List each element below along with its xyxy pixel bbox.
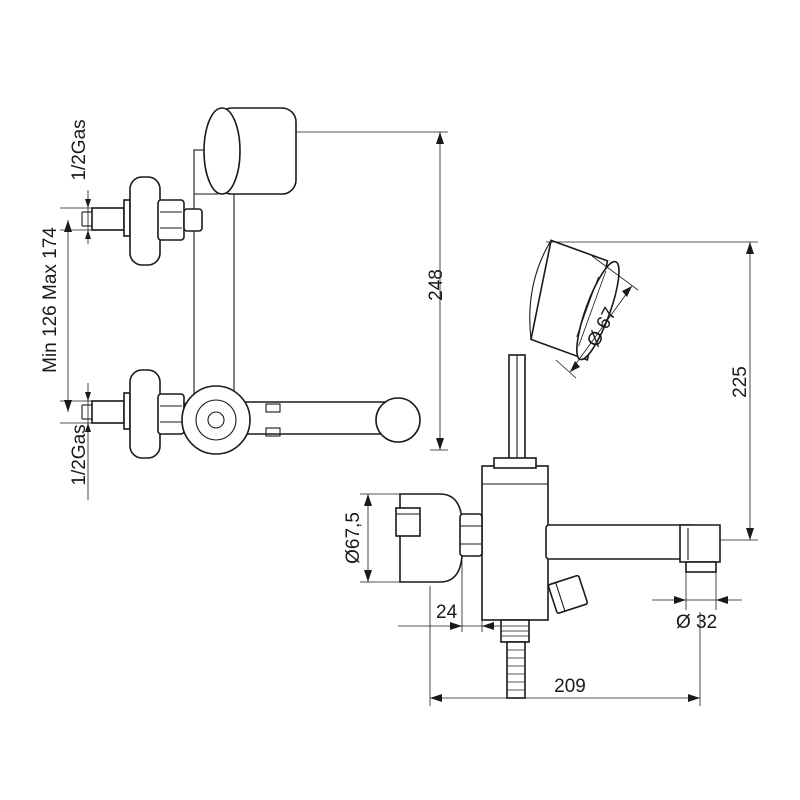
front-shower-holder bbox=[194, 107, 297, 195]
dim-dia-675: Ø67,5 bbox=[343, 493, 440, 583]
dim-dia-675-label: Ø67,5 bbox=[343, 512, 364, 564]
side-bottom-outlet bbox=[500, 619, 530, 699]
front-diverter-handle bbox=[181, 385, 421, 455]
thread-bottom-label: 1/2Gas bbox=[69, 424, 90, 485]
side-spout bbox=[545, 524, 721, 573]
dim-225: 225 bbox=[546, 241, 758, 541]
dim-dia-32-label: Ø 32 bbox=[676, 612, 717, 633]
dim-inlets: 1/2Gas Min 126 Max 174 1/2Gas bbox=[40, 119, 124, 500]
centres-label: Min 126 Max 174 bbox=[40, 227, 61, 373]
front-view: 248 1/2Gas Min 126 Max 174 1/2Gas bbox=[40, 107, 448, 500]
dim-248: 248 bbox=[296, 131, 448, 451]
front-upper-inlet bbox=[81, 176, 203, 266]
dim-248-label: 248 bbox=[426, 269, 447, 301]
dim-225-label: 225 bbox=[730, 366, 751, 398]
side-diverter-knob bbox=[547, 574, 589, 614]
thread-top-label: 1/2Gas bbox=[69, 119, 90, 180]
side-wall-flange bbox=[395, 493, 483, 583]
dim-209-label: 209 bbox=[554, 676, 586, 697]
side-view: Ø 67 225 Ø67,5 24 bbox=[343, 239, 758, 706]
dim-209: 209 bbox=[429, 586, 701, 706]
dim-24: 24 bbox=[398, 560, 500, 632]
dim-24-label: 24 bbox=[436, 602, 458, 623]
side-body bbox=[481, 465, 549, 621]
side-handshower-head bbox=[529, 239, 620, 362]
dim-dia-32: Ø 32 bbox=[652, 572, 742, 633]
